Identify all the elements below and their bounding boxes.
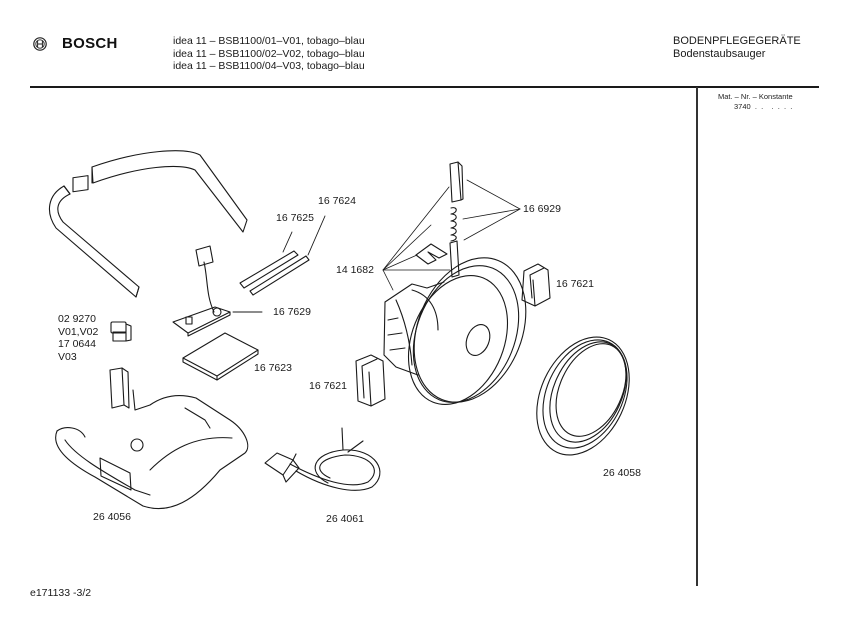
leader-line — [283, 232, 292, 252]
brand-name: BOSCH — [62, 35, 118, 52]
part-label-motor-mount-left[interactable]: 16 7621 — [309, 380, 347, 392]
power-cord-drawing[interactable] — [265, 428, 380, 490]
sidebar-divider — [696, 87, 698, 586]
part-label-brush-set[interactable]: 16 6929 — [523, 203, 561, 215]
motor-mount-right-drawing[interactable] — [522, 264, 550, 306]
model-list: idea 11 – BSB1100/01–V01, tobago–blau id… — [173, 35, 365, 73]
switch-part-number: 02 9270 — [58, 313, 96, 325]
material-number-label: Mat. – Nr. – Konstante — [718, 92, 793, 101]
part-label-switch[interactable]: 02 9270 V01,V02 17 0644 V03 — [58, 313, 98, 363]
chassis-drawing[interactable] — [56, 368, 248, 509]
board-cover-drawing[interactable] — [183, 333, 258, 380]
handle-rod-drawing[interactable] — [240, 251, 309, 295]
leader-lines-brush-set — [383, 180, 520, 290]
leader-line — [308, 216, 325, 255]
header-divider — [30, 86, 819, 88]
switch-variant: V03 — [58, 350, 77, 363]
switch-part-number: 17 0644 — [58, 338, 96, 350]
part-label-chassis[interactable]: 26 4056 — [93, 511, 131, 523]
handle-bar-drawing[interactable] — [49, 151, 247, 297]
model-line: idea 11 – BSB1100/04–V03, tobago–blau — [173, 60, 365, 72]
part-label-power-cord[interactable]: 26 4061 — [326, 513, 364, 525]
category-title: BODENPFLEGEGERÄTE — [673, 35, 801, 47]
carbon-brush-drawing[interactable] — [416, 162, 463, 277]
bosch-armature-icon — [33, 37, 47, 51]
part-label-board-cover[interactable]: 16 7623 — [254, 362, 292, 374]
switch-drawing[interactable] — [111, 322, 131, 341]
motor-drawing[interactable] — [384, 241, 546, 419]
category-subtitle: Bodenstaubsauger — [673, 47, 766, 60]
category-block: BODENPFLEGEGERÄTE Bodenstaubsauger — [673, 35, 801, 60]
material-number-block: Mat. – Nr. – Konstante 3740 . . . . . . — [718, 92, 793, 111]
material-number-value: 3740 . . . . . . — [734, 101, 793, 111]
switch-variant: V01,V02 — [58, 325, 99, 338]
seal-ring-drawing[interactable] — [519, 322, 648, 470]
part-label-motor-mount-right[interactable]: 16 7621 — [556, 278, 594, 290]
part-label-seal-ring[interactable]: 26 4058 — [603, 467, 641, 479]
motor-mount-left-drawing[interactable] — [356, 355, 385, 406]
part-label-handle-rod-b[interactable]: 16 7624 — [318, 195, 356, 207]
part-label-circuit-board[interactable]: 16 7629 — [273, 306, 311, 318]
circuit-board-drawing[interactable] — [173, 246, 230, 336]
model-line: idea 11 – BSB1100/02–V02, tobago–blau — [173, 47, 365, 60]
model-line: idea 11 – BSB1100/01–V01, tobago–blau — [173, 35, 365, 47]
part-label-motor-kit[interactable]: 14 1682 — [336, 264, 374, 276]
part-label-handle-rod-a[interactable]: 16 7625 — [276, 212, 314, 224]
document-id: e171133 -3/2 — [30, 587, 92, 599]
